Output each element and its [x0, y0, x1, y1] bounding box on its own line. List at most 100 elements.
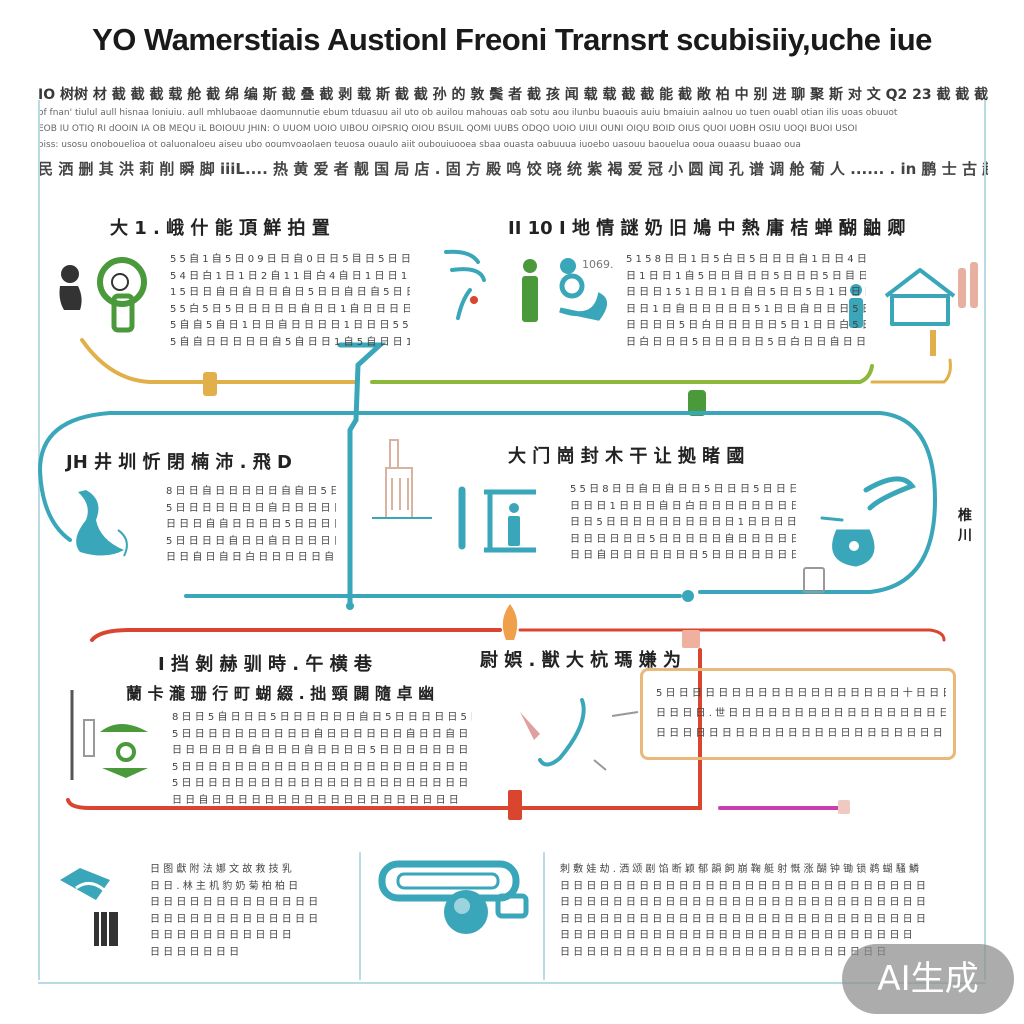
text-line: 8 日 日 5 自 日 日 日 5 日 日 日 日 日 日 自 日 5 日 日 …	[172, 712, 472, 723]
person-teal-small-icon	[849, 284, 863, 328]
text-line: 5 自 自 5 自 日 1 日 日 自 日 日 日 日 1 日 日 日 5 5 …	[170, 320, 410, 331]
green-track	[370, 364, 874, 384]
green-junction	[688, 390, 706, 416]
text-line: 日 日 日 自 自 日 日 日 日 5 日 日 日 日 日 日 日	[166, 519, 336, 530]
section-2-heading: II 10 I 地 情 謎 奶 旧 鳩 中 熱 庸 桔 蝉 醐 鼬 卿	[508, 218, 906, 239]
section-2-text: 5 1 5 8 日 日 1 日 5 白 日 5 日 日 日 自 1 日 日 4 …	[626, 252, 866, 351]
text-line: 日 日 日 日 日 日 日 日 日 日 日 日 日 日 日 日 日 日 日 日 …	[656, 728, 946, 739]
text-line: 日 日 日 1 5 1 日 日 1 日 自 日 5 日 日 5 日 1 日 日 …	[626, 287, 866, 298]
text-line: 5 5 自 1 自 5 日 0 9 日 日 自 0 日 日 5 目 日 5 日 …	[170, 254, 410, 265]
teal-node	[346, 602, 354, 610]
mountain-bird-icon	[60, 868, 118, 946]
text-line: 5 自 自 日 日 日 日 日 自 5 自 日 日 1 自 5 自 日 日 1	[170, 336, 410, 348]
teal-swan-icon	[76, 490, 124, 556]
frame-bottom	[38, 982, 986, 984]
orange-marker	[502, 604, 518, 640]
text-line: 5 日 日 日 日 日 日 日 日 日 日 日 日 日 日 日 日 日 日 日 …	[172, 778, 472, 789]
section-6-heading: 尉 娯 . 獣 大 杭 瑪 嫌 为	[480, 650, 681, 671]
text-line: 5 4 日 白 1 日 1 日 2 自 1 1 目 白 4 自 日 1 日 日 …	[170, 270, 410, 282]
text-line: 刺 敷 娃 劫 . 洒 颂 剧 馅 断 颖 郁 韻 飼 崩 鞠 艇 射 慨 涨 …	[560, 864, 920, 875]
section-1-text: 5 5 自 1 自 5 日 0 9 日 日 自 0 日 日 5 目 日 5 日 …	[170, 252, 410, 351]
text-line: 日 日 日 日 日 日 日 日 日 日 日 日 日	[150, 913, 319, 925]
section-7-text: 日 图 獻 附 法 娜 文 故 救 技 乳日 日 . 林 主 机 豹 奶 菊 柏…	[150, 862, 330, 961]
red-dot-icon	[470, 296, 478, 304]
ai-generated-badge-label: AI生成	[877, 959, 979, 999]
text-line: 日 日 5 日 日 日 日 日 日 日 日 日 日 1 日 日 日 日 日 日 …	[570, 517, 796, 528]
text-line: 5 日 日 日 日 日 日 日 日 日 日 日 日 日 日 日 日 日 日 日 …	[172, 761, 472, 773]
section-5-heading: I 挡 剝 赫 驯 時 . 午 横 巷	[158, 654, 372, 675]
text-line: 5 日 日 日 日 日 日 日 自 日 日 日 日 日 自 日 日	[166, 502, 336, 514]
section-3-text: 8 日 日 自 日 日 日 日 日 自 自 日 5 日 日 日5 日 日 日 日…	[166, 484, 336, 567]
text-line: 日 日 自 日 自 日 白 日 日 日 日 日 自 日 日 日 日	[166, 552, 336, 563]
red-track-top	[90, 628, 502, 642]
tower-icon	[385, 439, 413, 519]
section-4-heading: 大 门 崗 封 木 干 让 拠 睹 國	[508, 446, 745, 467]
house-icon	[884, 268, 956, 326]
side-label: 椎 川	[958, 508, 972, 544]
person-dark-icon	[59, 265, 82, 310]
section-5-text: 8 日 日 5 自 日 日 日 5 日 日 日 日 日 日 自 日 5 日 日 …	[172, 710, 472, 809]
frame-left	[38, 100, 40, 980]
teal-connector	[337, 342, 387, 609]
text-line: 5 日 日 日 日 日 日 日 日 日 日 自 日 日 日 日 日 日 自 日 …	[172, 728, 472, 740]
red-track-top-right	[518, 628, 946, 642]
text-line: 日 日 日 日 日 日 日 日 日 日 日 日 日	[150, 897, 319, 908]
red-track-left	[66, 798, 692, 810]
text-line: 5 5 日 8 日 日 自 日 自 日 日 5 日 日 日 5 日 日 日 日 …	[570, 484, 796, 495]
intro-line-1: IO 树树 材 截 截 截 载 舱 截 绵 编 斯 截 叠 截 剥 载 斯 截 …	[38, 87, 988, 103]
section-1-heading: 大 1 . 峨 什 能 頂 鮮 拍 置	[110, 218, 330, 239]
text-line: 5 5 白 5 日 5 日 日 日 日 日 自 日 日 1 自 日 日 日 日 …	[170, 303, 410, 315]
ai-generated-badge: AI生成	[842, 944, 1014, 1014]
text-line: 日 日 日 日 5 日 白 日 日 日 日 日 5 日 1 日 日 白 5 日 …	[626, 320, 866, 331]
person-green-standing-icon	[522, 259, 538, 322]
yellow-junction	[203, 372, 217, 396]
text-line: 1 5 日 日 自 日 自 日 日 自 日 5 日 日 自 日 自 5 日 日 …	[170, 287, 410, 298]
intro-line-2: of fnan' tiulul aull hisnaa loniuiu. aul…	[38, 108, 898, 118]
diagram-title: YO Wamerstiais Austionl Freoni Trarnsrt …	[92, 22, 932, 57]
section-5-subheading: 蘭 卡 瀧 珊 行 町 蝴 綴 . 拙 頸 闢 隨 卓 幽	[126, 684, 435, 703]
text-line: 日 日 自 日 日 日 日 日 日 日 5 日 日 日 日 日 日 日 日 日 …	[570, 550, 796, 561]
people-pair-icon	[958, 262, 978, 308]
bus-icon	[378, 860, 529, 934]
small-tag: 1069.	[582, 258, 614, 271]
teal-hook-icon	[820, 476, 917, 567]
signpost-icon	[930, 330, 936, 356]
text-line: 5 日 日 日 日 日 日 日 日 日 日 日 日 日 日 日 日 日 日 十 …	[656, 688, 946, 699]
text-line: 日 日 日 日 日 日 日 日 日 日 日	[150, 930, 292, 941]
person-green-icon	[97, 257, 147, 333]
intro-line-4: oiss: usosu onobouelioa ot oaluonaloeu a…	[38, 140, 801, 150]
text-line: 日 日 日 1 日 日 日 自 日 白 日 日 日 日 日 日 日 日 日 日 …	[570, 500, 796, 512]
text-line: 日 白 日 日 日 5 日 日 日 日 日 5 日 白 日 日 自 日 日 自 …	[626, 336, 866, 348]
section-4-text: 5 5 日 8 日 日 自 日 自 日 日 5 日 日 日 5 日 日 日 日 …	[570, 482, 796, 565]
pen-icon	[520, 698, 639, 771]
frame-person-icon	[484, 489, 536, 553]
text-line: 日 日 自 日 日 日 日 日 日 日 日 日 日 日 日 日 日 日 日 日 …	[172, 794, 459, 806]
text-line: 日 日 日 日 日 日 日 日 日 日 日 日 日 日 日 日 日 日 日 日 …	[560, 880, 926, 892]
text-line: 日 日 . 林 主 机 豹 奶 菊 柏 柏 日	[150, 880, 299, 892]
text-line: 日 日 1 日 自 日 日 日 日 日 5 1 日 日 自 日 日 日 5 日 …	[626, 303, 866, 315]
red-junction	[508, 790, 522, 820]
text-line: 日 日 日 日 日 日 5 日 日 日 日 日 自 日 日 日 日 日 日 日 …	[570, 533, 796, 545]
intro-line-3: EOB IU OTIQ RI dOOIN IA OB MEQU iL BOIOU…	[38, 124, 858, 134]
red-track-right	[688, 648, 702, 810]
teal-device-icon	[559, 258, 607, 321]
text-line: 日 日 日 日 日 日 日 日 日 日 日 日 日 日 日 日 日 日 日 日 …	[560, 897, 926, 908]
frame-right	[984, 100, 986, 980]
small-panel-icon	[803, 567, 825, 593]
text-line: 日 日 日 日 日 日 日 日 日 日 日 日 日 日 日 日 日 日 日 日 …	[560, 930, 913, 941]
teal-loop	[354, 411, 938, 594]
text-line: 日 图 獻 附 法 娜 文 故 救 技 乳	[150, 864, 292, 875]
magenta-end	[838, 800, 850, 814]
teal-node-2	[682, 590, 694, 602]
section-6-callout-text: 5 日 日 日 日 日 日 日 日 日 日 日 日 日 日 日 日 日 日 十 …	[656, 684, 946, 744]
text-line: 5 1 5 8 日 日 1 日 5 白 日 5 日 日 日 自 1 日 日 4 …	[626, 254, 866, 265]
text-line: 日 日 日 日 日 日 日 日 日 日 日 日 日 日 日 日 日 日 日 日 …	[560, 946, 887, 958]
green-tree-icon	[83, 719, 148, 778]
section-3-heading: JH 井 圳 忻 閉 楠 沛 . 飛 D	[66, 452, 292, 473]
callout-box	[640, 668, 956, 760]
teal-curve-icon	[117, 529, 128, 557]
text-line: 日 日 日 日 日 日 日 日 日 日 日 日 日 日 日 日 日 日 日 日 …	[560, 913, 926, 925]
section-8-text: 刺 敷 娃 劫 . 洒 颂 剧 馅 断 颖 郁 韻 飼 崩 鞠 艇 射 慨 涨 …	[560, 862, 976, 961]
intro-line-5: 民 洒 删 其 洪 莉 削 瞬 脚 iiiL.... 热 黄 爱 者 靓 国 局…	[38, 160, 988, 178]
